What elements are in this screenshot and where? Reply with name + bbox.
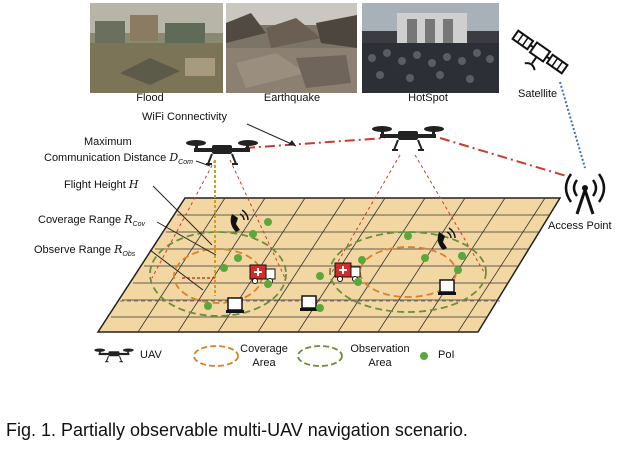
wifi-label: WiFi Connectivity bbox=[142, 111, 227, 123]
uav-icon bbox=[93, 347, 135, 363]
satellite-icon bbox=[511, 29, 569, 75]
phone-icon bbox=[437, 227, 456, 250]
legend bbox=[93, 345, 428, 367]
hotspot-label: HotSpot bbox=[408, 92, 448, 104]
legend-observation-label-1: Observation bbox=[350, 343, 410, 355]
earthquake-photo bbox=[226, 3, 357, 93]
phone-icon bbox=[230, 209, 249, 232]
flight-height-label: Flight Height H bbox=[64, 178, 139, 191]
observation-area-left bbox=[149, 231, 287, 317]
access-point-label: Access Point bbox=[548, 220, 612, 232]
hotspot-photo bbox=[362, 3, 499, 93]
poi-markers bbox=[204, 218, 466, 312]
uav-link bbox=[244, 137, 386, 149]
satellite-label: Satellite bbox=[518, 88, 558, 100]
uav-icon bbox=[185, 139, 259, 165]
access-point-icon bbox=[564, 173, 606, 215]
legend-coverage-label-1: Coverage bbox=[240, 343, 288, 355]
uav-ap-link bbox=[439, 137, 574, 179]
poi-legend-swatch bbox=[420, 352, 428, 360]
coverage-range-label: Coverage Range RCov bbox=[38, 213, 145, 229]
coverage-legend-swatch bbox=[193, 345, 239, 367]
legend-observation-label-2: Area bbox=[368, 357, 392, 369]
figure-caption: Fig. 1. Partially observable multi-UAV n… bbox=[6, 420, 468, 440]
observation-area-right bbox=[329, 231, 487, 313]
legend-coverage-label-2: Area bbox=[252, 357, 276, 369]
flood-label: Flood bbox=[136, 92, 164, 104]
observe-range-label: Observe Range RObs bbox=[34, 243, 136, 259]
max-comm-label-1: Maximum bbox=[84, 136, 132, 148]
laptop-icon bbox=[300, 295, 318, 311]
observation-legend-swatch bbox=[297, 345, 343, 367]
legend-uav-label: UAV bbox=[140, 349, 162, 361]
ambulance-icon bbox=[334, 262, 361, 282]
flood-photo bbox=[90, 3, 223, 93]
laptop-icon bbox=[438, 279, 456, 295]
legend-poi-label: PoI bbox=[438, 349, 455, 361]
uav-icon bbox=[371, 125, 445, 151]
max-comm-label-2: Communication Distance DCom bbox=[44, 151, 193, 167]
ground-plane bbox=[96, 197, 562, 333]
earthquake-label: Earthquake bbox=[263, 92, 321, 104]
satellite-link bbox=[559, 81, 586, 169]
laptop-icon bbox=[226, 297, 244, 313]
